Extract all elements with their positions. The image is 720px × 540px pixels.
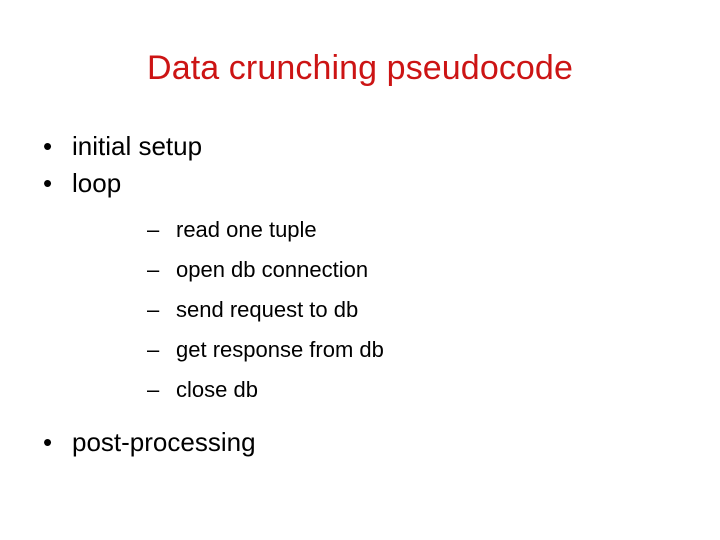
bullet-dash-icon: – [147, 257, 160, 282]
sub-list-item-get-response-from-db: – get response from db [72, 330, 720, 370]
bullet-dash-icon: – [147, 337, 160, 362]
sub-list-item-open-db-connection: – open db connection [72, 250, 720, 290]
slide-title: Data crunching pseudocode [147, 49, 573, 87]
sub-list-item-label: open db connection [176, 257, 369, 282]
bullet-dash-icon: – [147, 297, 160, 322]
list-item-loop: • loop – read one tuple – open db connec… [0, 165, 720, 410]
slide-body-content: • initial setup • loop – read one tuple … [0, 128, 720, 461]
list-item-label: loop [72, 168, 122, 198]
bullet-dash-icon: – [147, 377, 160, 402]
bullet-dot-icon: • [43, 427, 53, 457]
sub-list-item-read-one-tuple: – read one tuple [72, 210, 720, 250]
sub-list-item-label: send request to db [176, 297, 359, 322]
sub-list-item-label: get response from db [176, 337, 384, 362]
bullet-dot-icon: • [43, 131, 53, 161]
list-spacer [0, 410, 720, 424]
sub-list-item-label: close db [176, 377, 258, 402]
outline-level1-list: • initial setup • loop – read one tuple … [0, 128, 720, 461]
sub-list-item-send-request-to-db: – send request to db [72, 290, 720, 330]
bullet-dot-icon: • [43, 168, 53, 198]
bullet-dash-icon: – [147, 217, 160, 242]
list-item-label: post-processing [72, 427, 256, 457]
list-item-label: initial setup [72, 131, 203, 161]
sub-list-item-label: read one tuple [176, 217, 317, 242]
list-item-initial-setup: • initial setup [0, 128, 720, 165]
outline-level2-list: – read one tuple – open db connection – … [72, 210, 720, 410]
sub-list-item-close-db: – close db [72, 370, 720, 410]
list-item-post-processing: • post-processing [0, 424, 720, 461]
